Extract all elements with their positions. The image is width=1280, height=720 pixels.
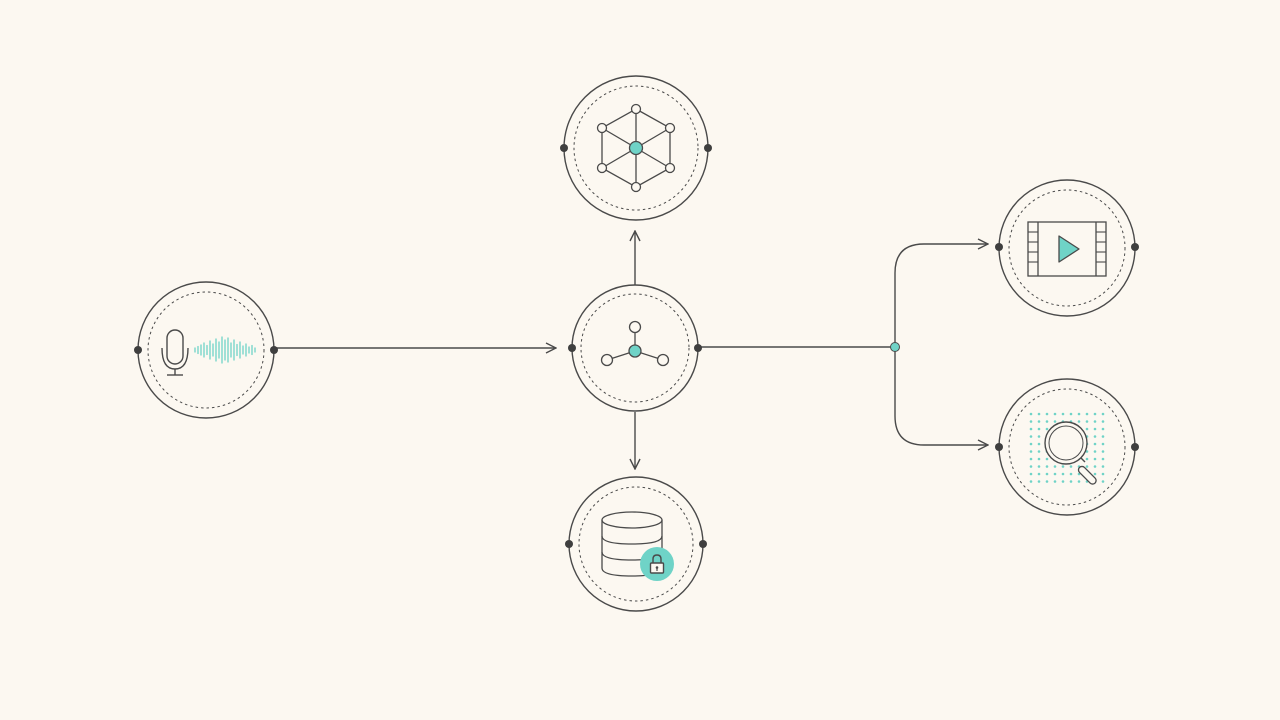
grid-dot — [1037, 480, 1041, 483]
grid-dot — [1069, 480, 1073, 483]
connectors — [275, 231, 988, 469]
grid-dot — [1069, 465, 1073, 468]
grid-dot — [1029, 420, 1033, 423]
grid-dot — [1061, 465, 1065, 468]
grid-dot — [1045, 480, 1049, 483]
grid-dot — [1037, 442, 1041, 446]
port-left — [995, 243, 1003, 251]
port-right — [694, 344, 702, 352]
grid-dot — [1085, 412, 1089, 416]
edge-junction-to-search — [894, 347, 988, 445]
magnifier-icon — [1044, 421, 1097, 485]
grid-dot — [1029, 435, 1033, 438]
grid-dot — [1101, 435, 1105, 438]
grid-dot — [1069, 472, 1073, 476]
grid-dot — [1053, 472, 1057, 476]
edge-junction-to-video — [894, 244, 988, 347]
grid-dot — [1037, 420, 1041, 423]
grid-dot — [1053, 480, 1057, 483]
node-knowledge-graph[interactable] — [560, 75, 712, 221]
grid-dot — [1045, 472, 1049, 476]
grid-dot — [1029, 472, 1033, 476]
grid-dot — [1077, 412, 1081, 416]
grid-dot — [1093, 412, 1097, 416]
grid-dot — [1029, 450, 1033, 453]
port-left — [134, 346, 142, 354]
grid-dot — [1053, 465, 1057, 468]
lock-icon — [640, 547, 674, 581]
waveform-icon — [194, 336, 256, 364]
grid-dot — [1085, 427, 1089, 431]
grid-dot — [1077, 480, 1081, 483]
grid-dot — [1101, 472, 1105, 476]
grid-dot — [1061, 412, 1065, 416]
port-right — [1131, 443, 1139, 451]
grid-dot — [1085, 457, 1089, 461]
grid-dot — [1101, 442, 1105, 446]
grid-dot — [1037, 450, 1041, 453]
grid-dot — [1101, 412, 1105, 416]
grid-dot — [1069, 412, 1073, 416]
grid-dot — [1093, 465, 1097, 468]
port-left — [565, 540, 573, 548]
grid-dot — [1037, 465, 1041, 468]
grid-dot — [1029, 457, 1033, 461]
hexagon-network-icon — [596, 103, 676, 193]
grid-dot — [1029, 427, 1033, 431]
grid-dot — [1029, 480, 1033, 483]
port-right — [699, 540, 707, 548]
node-secure-storage[interactable] — [565, 476, 707, 612]
grid-dot — [1077, 420, 1081, 423]
grid-dot — [1045, 412, 1049, 416]
node-processing-hub[interactable] — [568, 284, 702, 412]
node-video-output[interactable] — [995, 179, 1139, 317]
grid-dot — [1093, 427, 1097, 431]
grid-dot — [1037, 435, 1041, 438]
port-left — [568, 344, 576, 352]
node-graph-icon — [600, 320, 670, 367]
microphone-icon — [161, 329, 189, 376]
grid-dot — [1093, 420, 1097, 423]
port-right — [270, 346, 278, 354]
grid-dot — [1045, 427, 1049, 431]
grid-dot — [1093, 435, 1097, 438]
grid-dot — [1029, 412, 1033, 416]
grid-dot — [1029, 442, 1033, 446]
grid-dot — [1045, 420, 1049, 423]
node-audio-input[interactable] — [134, 281, 278, 419]
grid-dot — [1101, 457, 1105, 461]
port-right — [704, 144, 712, 152]
grid-dot — [1085, 465, 1089, 468]
grid-dot — [1061, 480, 1065, 483]
grid-dot — [1085, 450, 1089, 453]
grid-dot — [1037, 457, 1041, 461]
grid-dot — [1093, 450, 1097, 453]
grid-dot — [1045, 465, 1049, 468]
grid-dot — [1101, 420, 1105, 423]
grid-dot — [1093, 442, 1097, 446]
port-right — [1131, 243, 1139, 251]
port-left — [995, 443, 1003, 451]
port-left — [560, 144, 568, 152]
grid-dot — [1037, 412, 1041, 416]
grid-dot — [1093, 472, 1097, 476]
grid-dot — [1101, 465, 1105, 468]
play-icon — [1058, 235, 1080, 263]
grid-dot — [1045, 457, 1049, 461]
grid-dot — [1053, 412, 1057, 416]
grid-dot — [1037, 472, 1041, 476]
grid-dot — [1101, 427, 1105, 431]
grid-dot — [1101, 450, 1105, 453]
grid-dot — [1029, 465, 1033, 468]
branch-junction-dot — [890, 342, 900, 352]
grid-dot — [1101, 480, 1105, 483]
grid-dot — [1093, 457, 1097, 461]
grid-dot — [1037, 427, 1041, 431]
grid-dot — [1061, 472, 1065, 476]
node-search-output[interactable] — [995, 378, 1139, 516]
grid-dot — [1085, 420, 1089, 423]
grid-dot — [1053, 420, 1057, 423]
